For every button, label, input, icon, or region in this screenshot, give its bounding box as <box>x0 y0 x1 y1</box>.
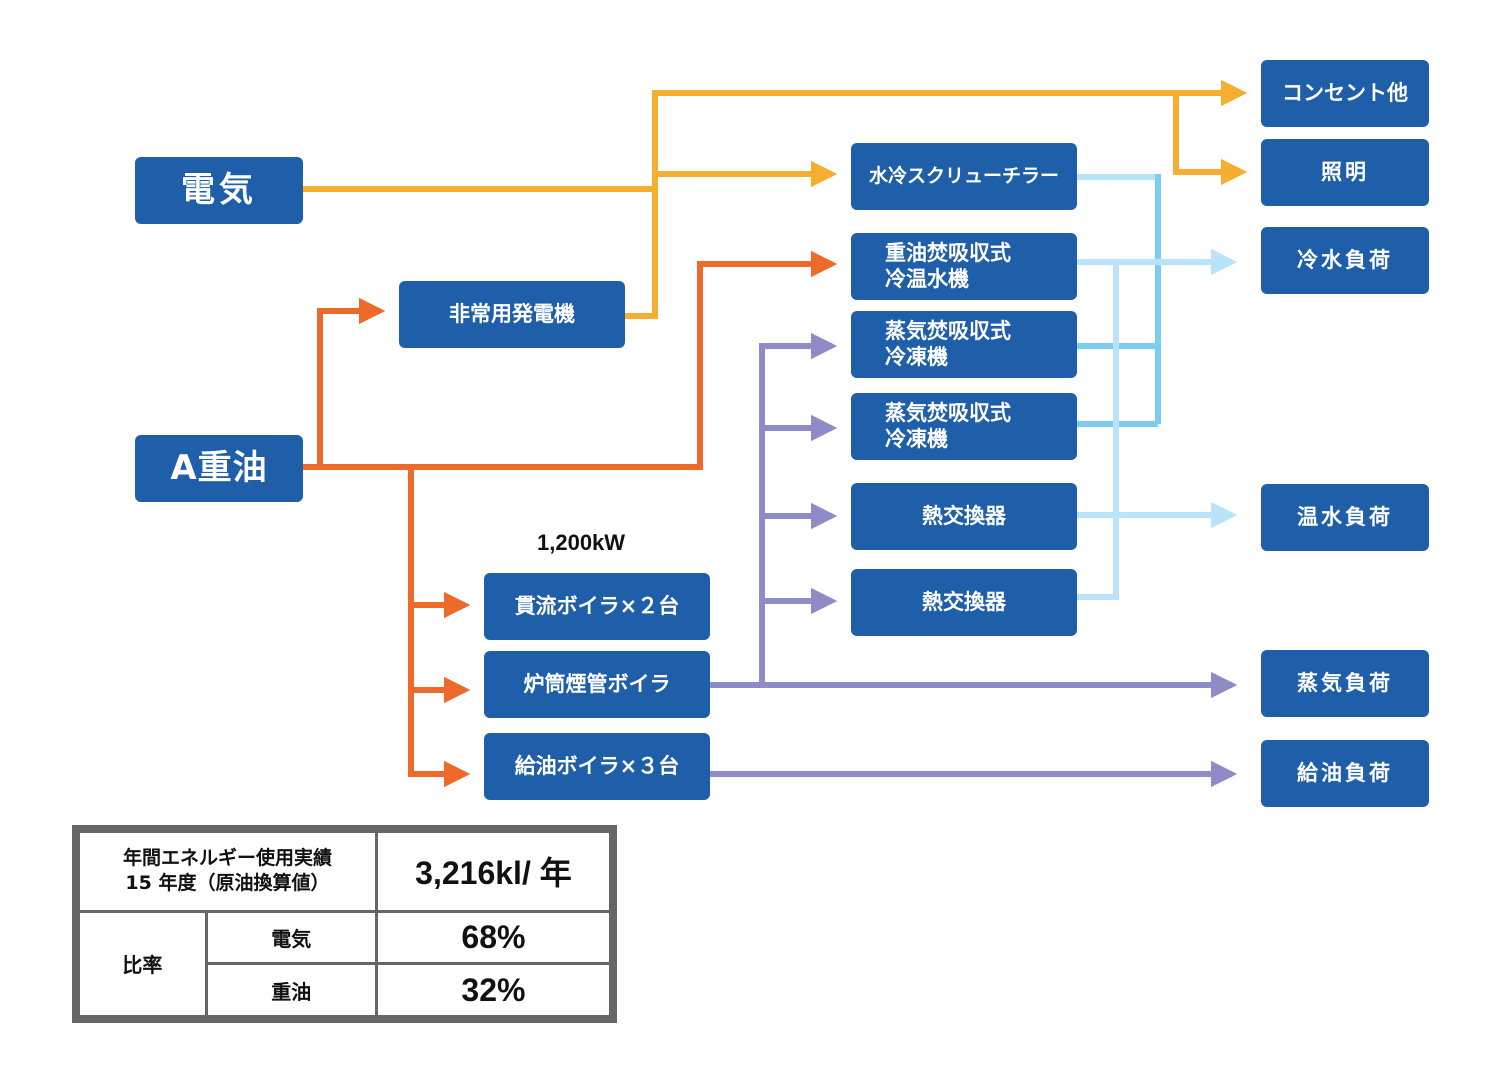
oil-main-line <box>303 250 838 470</box>
flue-tube-boiler: 炉筒煙管ボイラ <box>484 651 710 718</box>
screw-chiller: 水冷スクリューチラー <box>851 143 1077 210</box>
load-chilled-water: 冷水負荷 <box>1261 227 1429 294</box>
steam-absorption-chiller-1-label-1: 蒸気焚吸収式 <box>885 319 1011 344</box>
load-steam-label: 蒸気負荷 <box>1297 670 1393 695</box>
summary-header: 年間エネルギー使用実績 15 年度（原油換算値） <box>77 830 378 913</box>
load-outlets: コンセント他 <box>1261 60 1429 127</box>
oil-supply-boiler: 給油ボイラ×３台 <box>484 733 710 800</box>
summary-total-value: 3,216kl/ 年 <box>374 830 613 913</box>
load-steam: 蒸気負荷 <box>1261 650 1429 717</box>
steam-absorption-chiller-2-label-1: 蒸気焚吸収式 <box>885 401 1011 426</box>
ratio-row-value: 32% <box>374 962 613 1018</box>
load-outlets-label: コンセント他 <box>1282 80 1408 105</box>
steam-flow <box>710 332 1238 788</box>
heat-exchanger-2: 熱交換器 <box>851 569 1077 636</box>
once-through-boiler: 貫流ボイラ×２台 <box>484 573 710 640</box>
ratio-row-value: 68% <box>374 909 613 966</box>
load-hot-water: 温水負荷 <box>1261 484 1429 551</box>
heat-exchanger-1: 熱交換器 <box>851 483 1077 550</box>
steam-absorption-chiller-1-label-2: 冷凍機 <box>885 344 948 369</box>
oil-absorption-chiller-label-1: 重油焚吸収式 <box>885 241 1011 266</box>
summary-header-line2: 15 年度（原油換算値） <box>125 872 330 895</box>
source-heavy-oil-label: A重油 <box>170 448 268 489</box>
steam-absorption-chiller-1: 蒸気焚吸収式 冷凍機 <box>851 311 1077 378</box>
summary-header-line1: 年間エネルギー使用実績 <box>122 846 332 869</box>
heat-exchanger-1-label: 熱交換器 <box>922 503 1006 528</box>
chilled-water-flow <box>1077 174 1238 600</box>
screw-chiller-label: 水冷スクリューチラー <box>868 165 1059 188</box>
generator-output-line <box>625 93 658 319</box>
source-electricity-label: 電気 <box>181 170 257 211</box>
load-supply-water: 給油負荷 <box>1261 740 1429 807</box>
oil-absorption-chiller-label-2: 冷温水機 <box>885 266 969 291</box>
oil-supply-boiler-label: 給油ボイラ×３台 <box>514 753 680 778</box>
load-supply-water-label: 給油負荷 <box>1297 760 1393 785</box>
steam-absorption-chiller-2: 蒸気焚吸収式 冷凍機 <box>851 393 1077 460</box>
energy-summary-table: 年間エネルギー使用実績 15 年度（原油換算値） 3,216kl/ 年 比率 電… <box>72 825 617 1023</box>
load-hot-water-label: 温水負荷 <box>1297 504 1393 529</box>
ratio-row-label: 電気 <box>204 909 378 966</box>
heat-exchanger-2-label: 熱交換器 <box>922 589 1006 614</box>
ratio-label: 比率 <box>77 909 208 1019</box>
heavy-oil-flow <box>303 250 838 788</box>
load-lighting-label: 照明 <box>1321 159 1369 184</box>
load-chilled-water-label: 冷水負荷 <box>1297 247 1393 272</box>
hot-water-collector <box>1077 262 1119 600</box>
oil-absorption-chiller: 重油焚吸収式 冷温水機 <box>851 233 1077 300</box>
emergency-generator: 非常用発電機 <box>399 281 625 348</box>
load-lighting: 照明 <box>1261 139 1429 206</box>
electricity-flow <box>303 79 1248 319</box>
source-heavy-oil: A重油 <box>135 435 303 502</box>
flue-tube-boiler-label: 炉筒煙管ボイラ <box>523 671 671 696</box>
boiler-capacity-label: 1,200kW <box>537 530 626 555</box>
emergency-generator-label: 非常用発電機 <box>449 301 575 326</box>
once-through-boiler-label: 貫流ボイラ×２台 <box>514 593 680 618</box>
steam-absorption-chiller-2-label-2: 冷凍機 <box>885 426 948 451</box>
source-electricity: 電気 <box>135 157 303 224</box>
ratio-row-label: 重油 <box>204 962 378 1018</box>
arrow-to-lighting <box>1173 93 1248 186</box>
oil-to-generator <box>303 297 386 470</box>
